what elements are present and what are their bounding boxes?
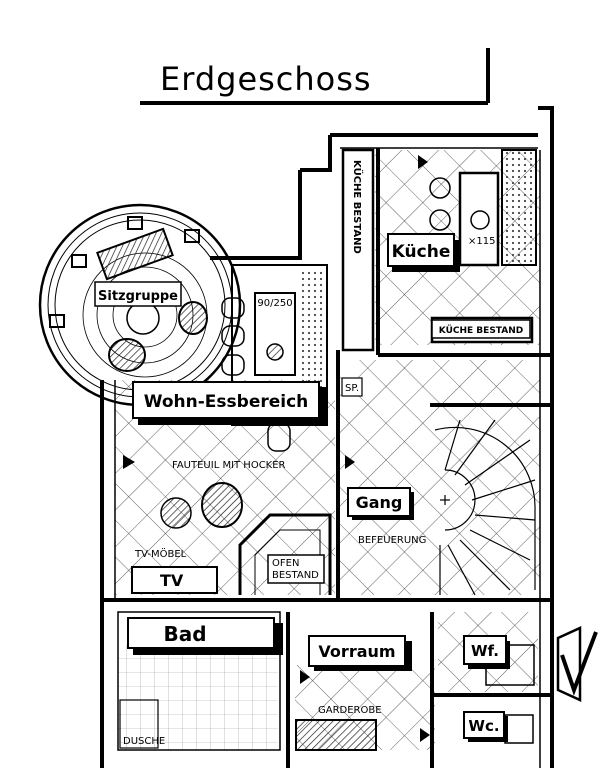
room-label-bad: Bad — [163, 622, 206, 646]
stove-inner — [254, 529, 321, 595]
island-burner — [470, 210, 490, 230]
dining-table — [254, 292, 296, 376]
stair-tread-2 — [454, 419, 496, 476]
armchair-1 — [178, 301, 208, 335]
label-dusche: DUSCHE — [123, 736, 165, 747]
label-garderobe: GARDEROBE — [318, 705, 382, 716]
room-label-kueche: Küche — [392, 242, 451, 262]
label-table-size: 90/250 — [257, 298, 292, 309]
label-ofen-box — [267, 554, 325, 584]
label-sp: SP. — [345, 383, 359, 394]
outer-wall-right — [538, 106, 554, 768]
label-sitzgruppe: Sitzgruppe — [98, 289, 178, 304]
arrow-2 — [345, 455, 355, 469]
outer-wall-step — [210, 170, 302, 260]
wall-bath-inner — [117, 611, 281, 751]
arrow-1 — [123, 455, 135, 469]
bath-floor — [118, 645, 278, 750]
window-4 — [184, 229, 200, 243]
label-kueche-bestand: KÜCHE BESTAND — [439, 325, 523, 336]
arrow-5 — [420, 728, 430, 742]
stair-tread-5 — [474, 514, 536, 521]
room-label-vorraum: Vorraum — [318, 642, 395, 661]
hall-furniture — [119, 644, 535, 751]
label-tv: TV — [160, 571, 184, 590]
armchair-2 — [108, 338, 146, 372]
living-furniture — [131, 399, 287, 594]
kitchen-tall-cabinet — [341, 148, 375, 352]
stove-block — [238, 513, 332, 595]
label-kueche-bestand-box — [431, 319, 531, 339]
stair-tread-3 — [464, 439, 531, 486]
toilet — [504, 714, 534, 744]
label-wohn-box — [132, 381, 320, 419]
stove-outline — [238, 513, 332, 595]
stair-curve-outer — [434, 426, 536, 590]
label-sitzgruppe-box — [94, 281, 182, 307]
chair-2 — [221, 325, 245, 347]
window-2 — [71, 254, 87, 268]
sofa — [96, 227, 174, 281]
wardrobe — [295, 719, 377, 751]
fauteuil — [201, 482, 243, 528]
section-arrow — [556, 626, 582, 702]
label-kueche-bestand-vertical: KÜCHE BESTAND — [351, 160, 365, 254]
label-befeuerung: BEFEUERUNG — [358, 535, 426, 546]
chair-1 — [221, 297, 245, 319]
table-ornament — [266, 343, 284, 361]
label-vorraum-box — [308, 635, 406, 667]
round-table — [126, 301, 160, 335]
room-label-wf: Wf. — [471, 642, 499, 660]
label-fauteuil: FAUTEUIL MIT HOCKER — [172, 460, 286, 471]
label-sp-box — [341, 377, 363, 397]
label-tv-moebel: TV-MÖBEL — [134, 547, 187, 560]
window-1 — [49, 314, 65, 328]
room-labels: Wohn-Essbereich Küche Gang Bad Vorraum W… — [94, 160, 531, 747]
label-bad-box — [127, 617, 275, 649]
kitchen-island — [458, 171, 500, 267]
staircase — [434, 419, 536, 596]
shower — [119, 699, 159, 749]
label-ofen-line2: BESTAND — [272, 570, 319, 581]
title-block: Erdgeschoss — [140, 48, 490, 105]
section-arrow-check — [560, 631, 598, 696]
chair-3 — [221, 354, 245, 376]
walls — [100, 106, 554, 768]
label-wc-box — [463, 711, 505, 739]
stair-tread-8 — [447, 544, 476, 596]
tv-cabinet — [131, 566, 218, 594]
side-table — [160, 497, 192, 529]
label-wf-box — [463, 635, 507, 665]
room-label-gang: Gang — [356, 493, 403, 512]
stove-burner-1 — [429, 177, 451, 199]
kitchen-counter-right — [501, 149, 537, 266]
stair-tread-6 — [469, 529, 531, 561]
label-gang-box — [347, 487, 411, 517]
label-dim-115: ×115 — [468, 236, 495, 247]
page-title: Erdgeschoss — [160, 60, 372, 98]
window-3 — [127, 216, 143, 230]
outer-wall-top-left — [300, 135, 332, 172]
label-kueche-box — [387, 233, 455, 267]
arrow-3 — [418, 155, 428, 169]
room-label-wc: Wc. — [468, 717, 499, 735]
room-label-wohn: Wohn-Essbereich — [144, 392, 309, 412]
section-marker — [556, 626, 598, 702]
stair-tread-4 — [471, 479, 536, 501]
stove-burner-2 — [429, 209, 451, 231]
stair-tread-1 — [444, 419, 461, 471]
arrow-4 — [300, 670, 310, 684]
stair-tread-7 — [459, 539, 511, 591]
thin-walls — [114, 147, 541, 768]
label-ofen-line1: OFEN — [272, 558, 299, 569]
